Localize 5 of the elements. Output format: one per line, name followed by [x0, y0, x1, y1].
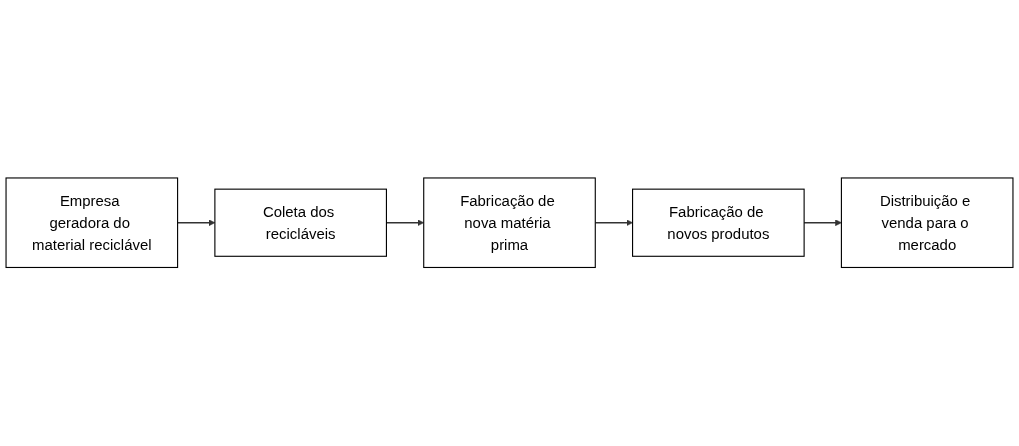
node-box: Fabricação de novos produtos [632, 188, 805, 258]
node-box: Fabricação de nova matéria prima [423, 177, 596, 269]
node-box: Coleta dos recicláveis [214, 188, 387, 258]
node-box: Distribuição e venda para o mercado [840, 177, 1014, 269]
node-box: Empresa geradora do material reciclável [5, 177, 179, 269]
